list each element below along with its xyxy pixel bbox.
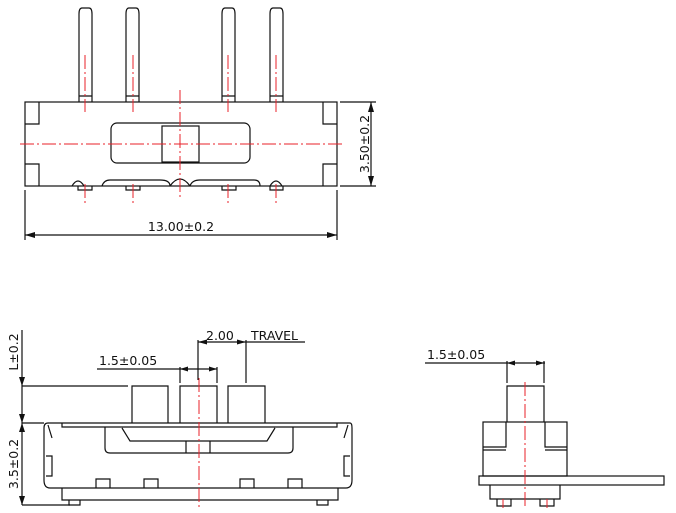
front-view: L±0.2 3.5±0.2 1.5±0.05 2.00 TRAVEL xyxy=(6,328,353,508)
travel-label: TRAVEL xyxy=(250,328,298,343)
top-view: 3.50±0.2 13.00±0.2 xyxy=(20,7,376,240)
width-dim-label: 13.00±0.2 xyxy=(148,219,214,234)
height-dim-label: 3.50±0.2 xyxy=(357,115,372,173)
height-dimension: 3.50±0.2 xyxy=(340,101,376,187)
side-view: 1.5±0.05 xyxy=(425,347,665,508)
actuator-height-label: L±0.2 xyxy=(6,333,21,370)
side-actuator-width-label: 1.5±0.05 xyxy=(427,347,485,362)
top-centerlines xyxy=(20,55,342,206)
top-pins xyxy=(78,7,284,102)
body-height-label: 3.5±0.2 xyxy=(6,439,21,489)
travel-value: 2.00 xyxy=(206,328,234,343)
actuator-width-label: 1.5±0.05 xyxy=(99,353,157,368)
width-dimension: 13.00±0.2 xyxy=(24,190,338,240)
front-dimensions: L±0.2 3.5±0.2 1.5±0.05 2.00 TRAVEL xyxy=(6,328,305,506)
